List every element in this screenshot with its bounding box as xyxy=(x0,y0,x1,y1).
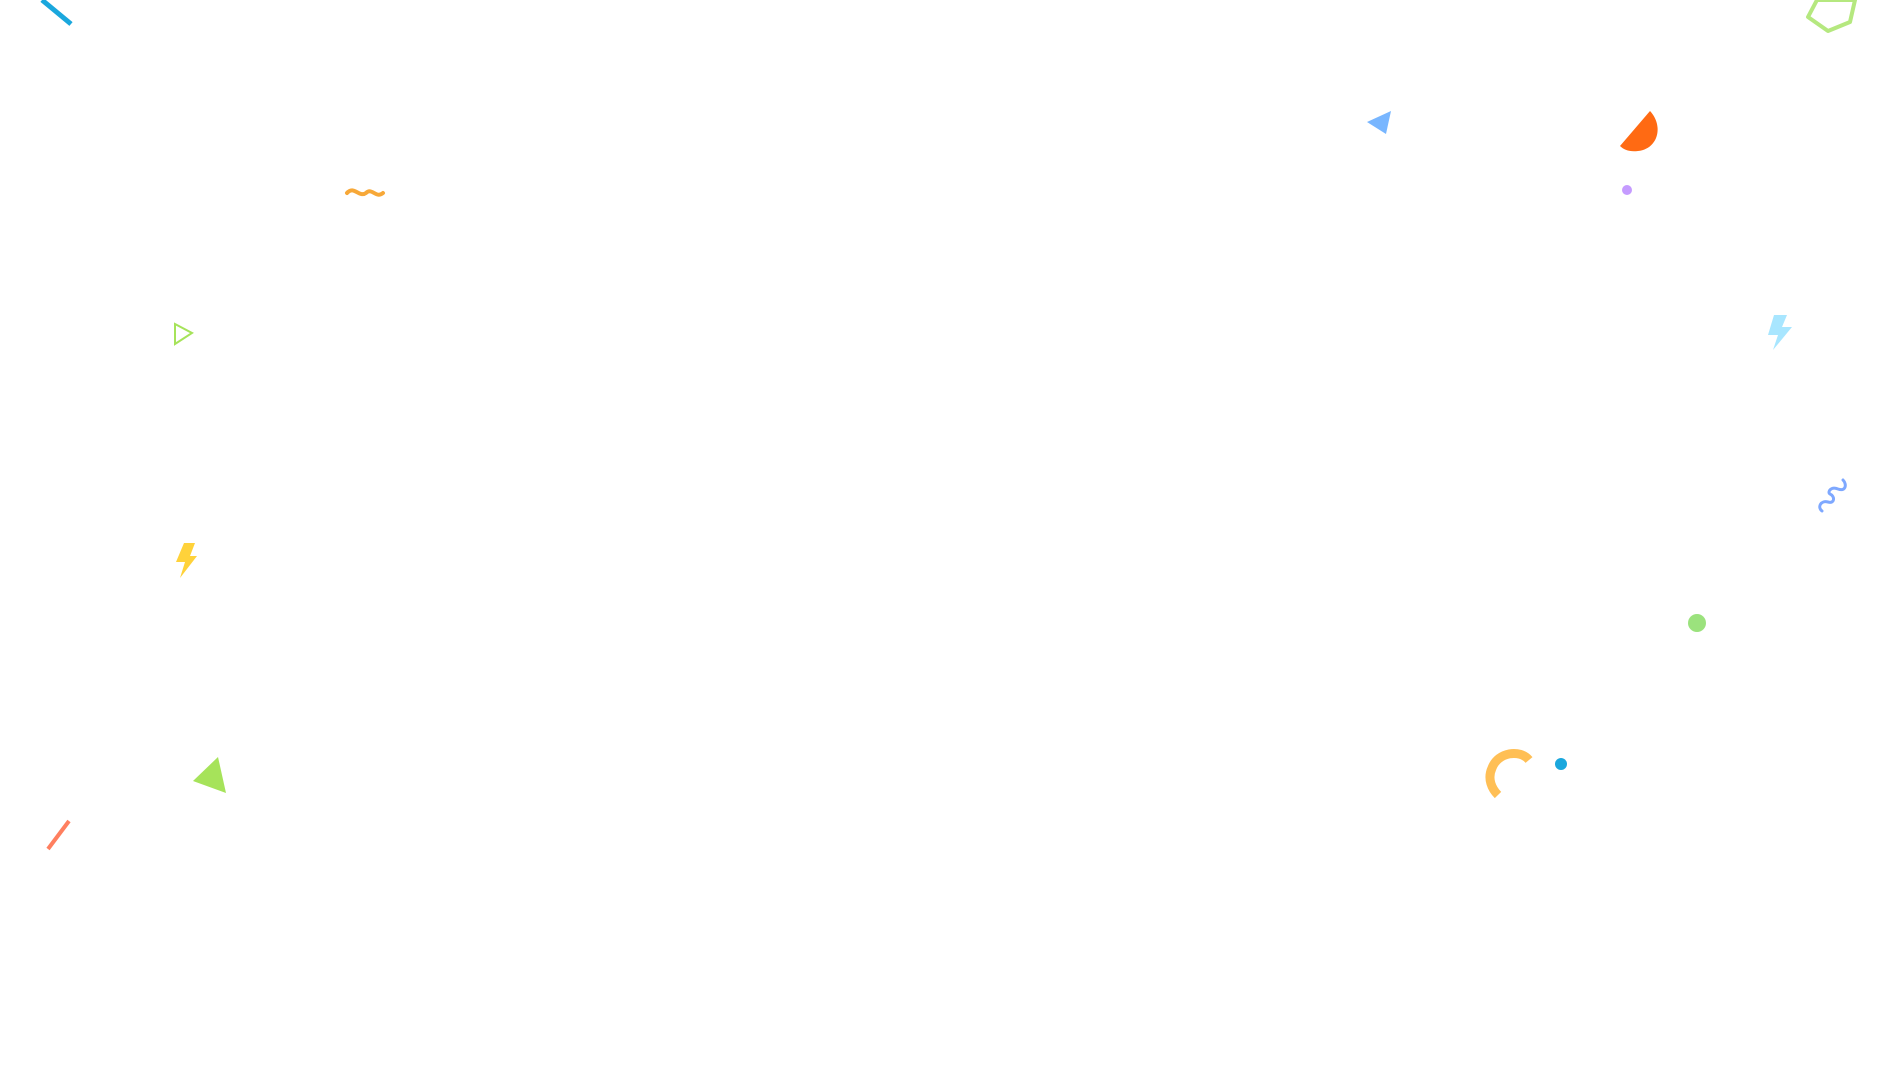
triangle-icon xyxy=(193,757,226,793)
triangle-outline-icon xyxy=(174,322,194,346)
line-icon xyxy=(40,0,73,26)
dot-icon xyxy=(1622,185,1632,195)
triangle-icon xyxy=(1367,111,1391,134)
half-circle-icon xyxy=(1620,111,1658,152)
dot-icon xyxy=(1688,614,1706,632)
lightning-icon xyxy=(176,543,197,578)
arc-icon xyxy=(1485,748,1533,799)
line-icon xyxy=(46,819,71,851)
dot-icon xyxy=(1555,758,1567,770)
confetti-background xyxy=(40,0,1857,851)
hexagon-outline-icon xyxy=(1806,0,1857,33)
lightning-icon xyxy=(1768,315,1792,350)
squiggle-icon xyxy=(1818,478,1847,513)
wave-icon xyxy=(345,188,385,197)
